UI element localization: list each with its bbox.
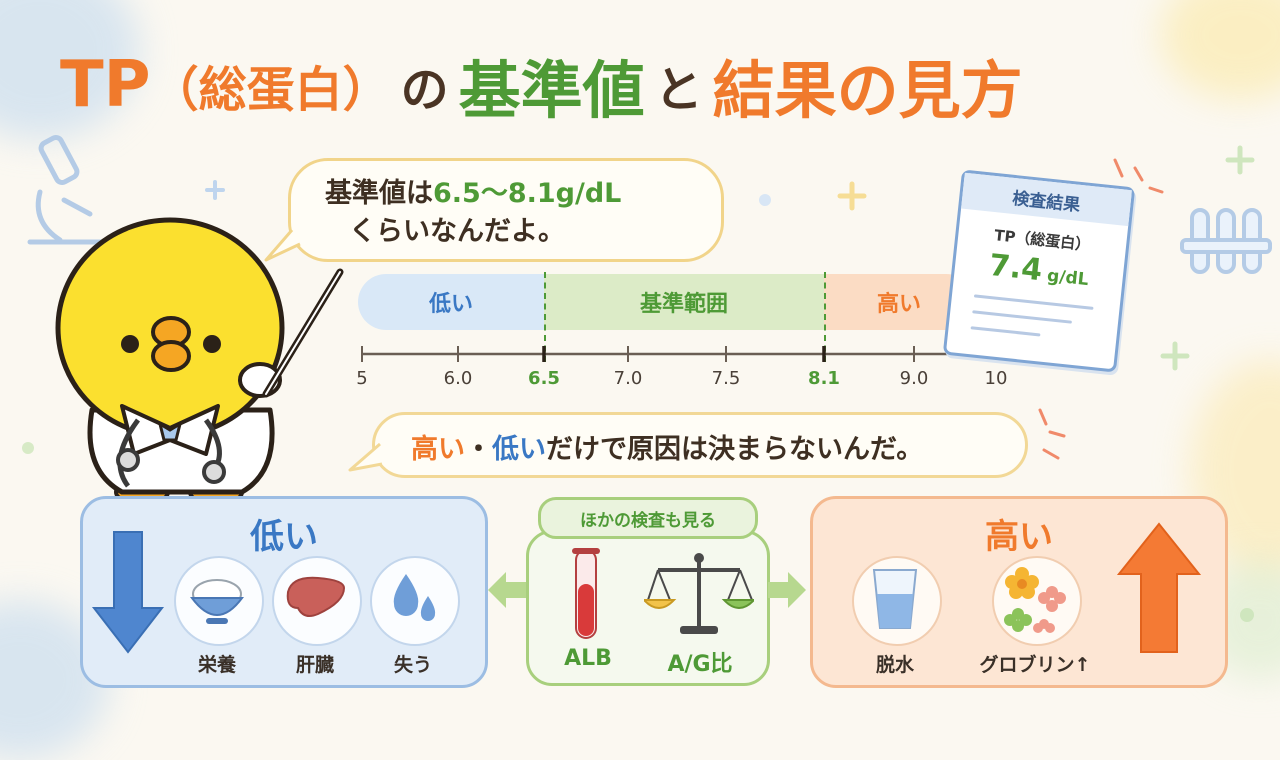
rice-bowl-icon [190, 579, 244, 624]
result-card: 検査結果 TP（総蛋白） 7.4 g/dL [942, 169, 1136, 373]
balance-scale-icon [644, 553, 754, 634]
low-item-loss: 失う [393, 654, 432, 676]
title-tp: TP [60, 48, 151, 122]
test-tube-icon [572, 548, 600, 639]
card-text-line [970, 326, 1041, 337]
left-connector-arrow [488, 572, 526, 608]
range-low-segment: 低い [358, 274, 544, 330]
title-total-protein: （総蛋白） [150, 62, 391, 118]
low-item-liver: 肝臓 [295, 654, 334, 676]
card-text-line [973, 294, 1094, 310]
title-how-to-read: 結果の見方 [712, 54, 1023, 127]
axis-tick-label: 5 [356, 368, 368, 389]
bubble-reference-line2: くらいなんだよ。 [349, 216, 565, 247]
water-drops-icon [393, 574, 436, 621]
speech-bubble-reference: 基準値は6.5〜8.1g/dL くらいなんだよ。 [288, 158, 724, 262]
up-arrow-icon [1116, 522, 1202, 653]
axis-tick-label: 7.0 [613, 368, 643, 389]
axis-tick-label: 6.0 [443, 368, 473, 389]
mid-item-alb: ALB [564, 646, 612, 671]
high-item-globulin: グロブリン↑ [979, 654, 1091, 676]
background-decorations [22, 145, 1255, 622]
bubble-causes-low: 低い [492, 434, 546, 465]
chick-doctor-icon [55, 217, 285, 506]
range-normal-segment: 基準範囲 [544, 274, 824, 330]
high-panel-title: 高い [985, 517, 1053, 557]
right-connector-arrow [768, 572, 806, 608]
title-no: の [400, 62, 449, 118]
bubble2-tail [348, 442, 383, 472]
normal-max-marker [824, 272, 826, 362]
axis-tick-label: 10 [984, 368, 1008, 389]
bubble-causes-sep: ・ [465, 434, 492, 465]
low-panel-title: 低い [250, 517, 318, 557]
microscope-icon [27, 135, 109, 245]
down-arrow-icon [91, 531, 165, 654]
axis-tick-label: 7.5 [711, 368, 741, 389]
globulin-flowers-icon [1004, 567, 1066, 633]
bubble-reference-prefix: 基準値は [325, 178, 433, 209]
pointer-stick-icon [262, 268, 344, 398]
title-reference-value: 基準値 [458, 54, 645, 127]
bubble-reference-text: 基準値は6.5〜8.1g/dL くらいなんだよ。 [325, 175, 621, 251]
test-tubes-icon [1180, 208, 1272, 274]
low-item-nutrition: 栄養 [197, 654, 236, 676]
result-value-number: 7.4 [987, 247, 1044, 289]
water-glass-icon [872, 569, 918, 629]
water-drops-circle [370, 556, 460, 646]
bubble-reference-value: 6.5〜8.1g/dL [433, 178, 622, 209]
other-tests-tag: ほかの検査も見る [538, 497, 758, 539]
axis-tick-label: 9.0 [899, 368, 929, 389]
result-value-unit: g/dL [1046, 265, 1090, 291]
liver-icon [286, 576, 346, 617]
page-title: TP（総蛋白）の基準値と結果の見方 [60, 40, 1230, 140]
title-to: と [654, 62, 703, 118]
bubble-causes-high: 高い [411, 434, 465, 465]
range-axis [361, 346, 997, 362]
axis-tick-label: 8.1 [808, 368, 840, 389]
normal-min-marker [544, 272, 546, 362]
bubble-causes-rest: だけで原因は決まらないんだ。 [546, 434, 924, 465]
speech-bubble-causes: 高い・低いだけで原因は決まらないんだ。 [372, 412, 1028, 478]
mid-item-ag-ratio: A/G比 [667, 652, 733, 677]
bubble1-tail [264, 229, 301, 262]
bubble-causes-text: 高い・低いだけで原因は決まらないんだ。 [411, 427, 923, 466]
card-text-line [972, 310, 1072, 324]
axis-tick-label: 6.5 [528, 368, 560, 389]
high-item-dehydration: 脱水 [875, 654, 914, 676]
other-tests-panel [526, 530, 770, 686]
